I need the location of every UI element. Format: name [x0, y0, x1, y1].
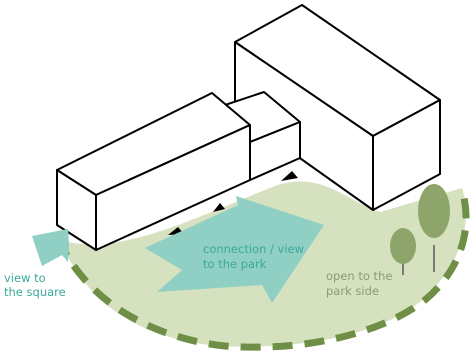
trees — [390, 184, 450, 275]
view-square-label: view to the square — [4, 271, 66, 299]
entrance-marker — [213, 203, 225, 212]
view-square-arrow — [32, 229, 69, 266]
connection-arrow — [145, 196, 324, 303]
entrance-marker — [281, 171, 298, 181]
tall-building-right-face — [372, 99, 441, 211]
park-boundary — [54, 189, 470, 351]
long-building — [56, 92, 251, 251]
tall-building — [234, 4, 441, 211]
park-side-label: open to the park side — [326, 269, 396, 298]
tree-crown — [390, 228, 416, 264]
tree-crown — [418, 184, 450, 238]
connection-label: connection / view to the park — [203, 242, 308, 271]
